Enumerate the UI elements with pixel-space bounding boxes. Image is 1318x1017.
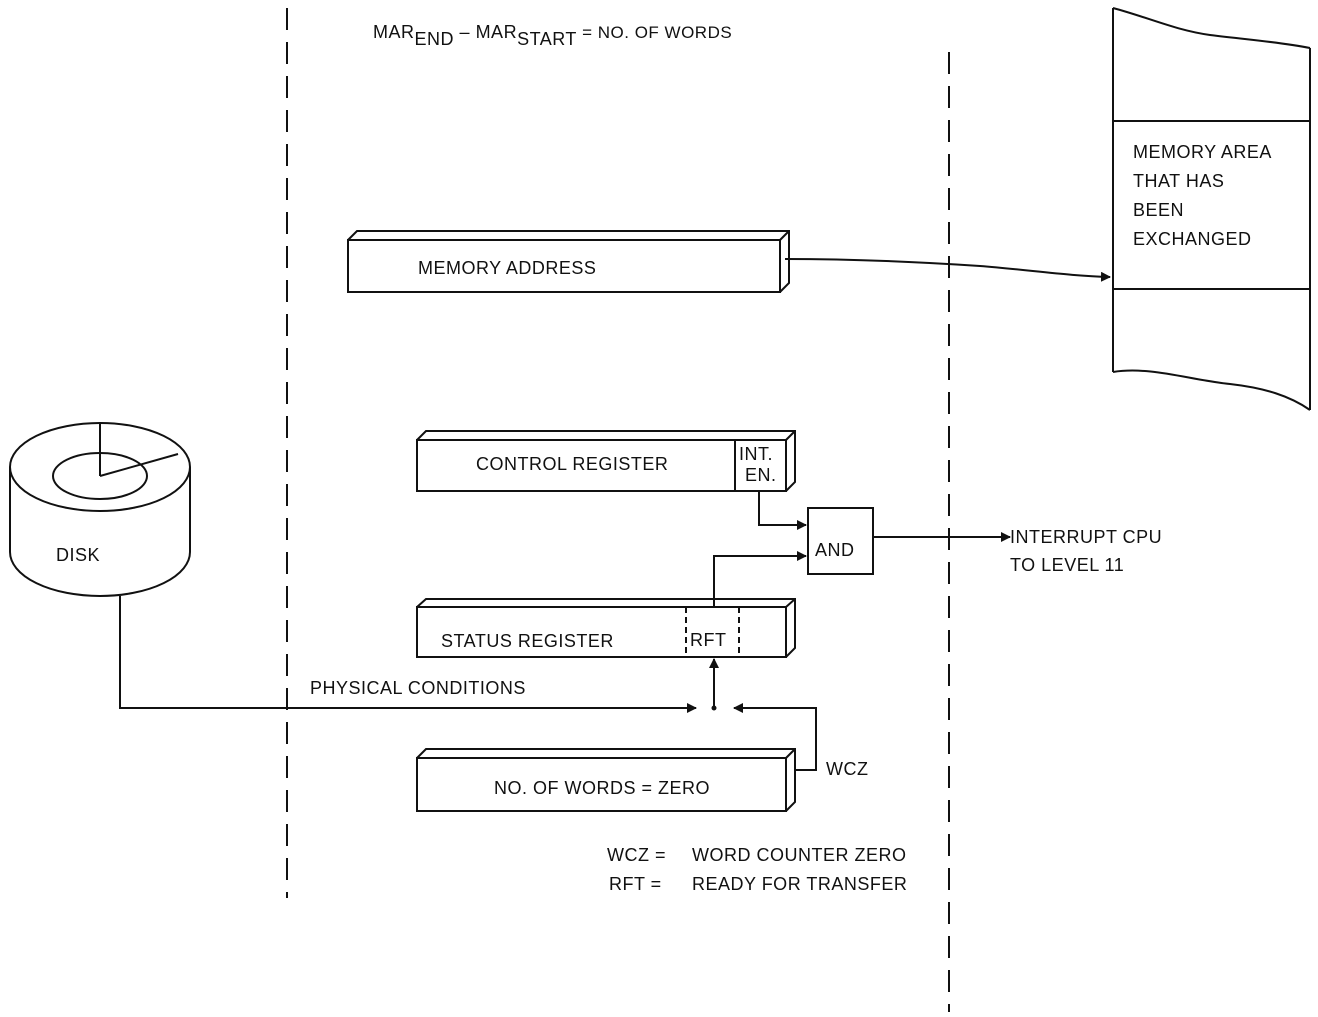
rft-to-and-line bbox=[713, 551, 807, 607]
int-en-to-and-line bbox=[758, 491, 807, 530]
status-register bbox=[416, 598, 796, 658]
formula-minus: – bbox=[459, 22, 471, 42]
formula-result: = NO. OF WORDS bbox=[582, 23, 733, 42]
control-register bbox=[416, 430, 796, 492]
memory-address-label: MEMORY ADDRESS bbox=[418, 258, 597, 278]
and-gate bbox=[807, 507, 874, 575]
legend-rft-def: READY FOR TRANSFER bbox=[692, 874, 908, 894]
disk-label: DISK bbox=[56, 545, 101, 565]
interrupt-cpu-label-1: INTERRUPT CPU bbox=[1010, 527, 1163, 547]
rft-label: RFT bbox=[690, 630, 727, 650]
memory-address-register bbox=[347, 230, 790, 293]
memory-address-link bbox=[784, 258, 1111, 282]
memory-area-line-3: BEEN bbox=[1133, 200, 1185, 220]
legend-rft-abbr: RFT = bbox=[609, 874, 662, 894]
physical-conditions-line bbox=[119, 596, 697, 713]
interrupt-cpu-label-2: TO LEVEL 11 bbox=[1010, 555, 1125, 575]
and-gate-label: AND bbox=[815, 540, 855, 560]
formula-mar-start: MAR bbox=[475, 22, 518, 42]
merge-junction bbox=[711, 705, 717, 711]
memory-area-line-4: EXCHANGED bbox=[1133, 229, 1252, 249]
legend-wcz-def: WORD COUNTER ZERO bbox=[692, 845, 907, 865]
wcz-line bbox=[733, 703, 817, 771]
int-en-label-1: INT. bbox=[739, 444, 774, 464]
int-en-label-2: EN. bbox=[745, 465, 777, 485]
wcz-signal-label: WCZ bbox=[826, 759, 869, 779]
memory-area-block bbox=[1112, 7, 1311, 411]
disk-icon bbox=[9, 422, 191, 597]
formula-label: MAREND – MARSTART = NO. OF WORDS bbox=[373, 22, 733, 49]
status-register-label: STATUS REGISTER bbox=[441, 631, 614, 651]
physical-conditions-label: PHYSICAL CONDITIONS bbox=[310, 678, 526, 698]
formula-sub-start: START bbox=[517, 29, 577, 49]
memory-area-line-2: THAT HAS bbox=[1133, 171, 1225, 191]
memory-area-line-1: MEMORY AREA bbox=[1133, 142, 1272, 162]
word-count-label: NO. OF WORDS = ZERO bbox=[494, 778, 711, 798]
control-register-label: CONTROL REGISTER bbox=[476, 454, 669, 474]
memory-area-label: MEMORY AREA THAT HAS BEEN EXCHANGED bbox=[1133, 138, 1272, 254]
word-count-register bbox=[416, 748, 796, 812]
formula-mar-end: MAR bbox=[373, 22, 415, 42]
formula-sub-end: END bbox=[414, 29, 455, 49]
legend-wcz-abbr: WCZ = bbox=[607, 845, 666, 865]
